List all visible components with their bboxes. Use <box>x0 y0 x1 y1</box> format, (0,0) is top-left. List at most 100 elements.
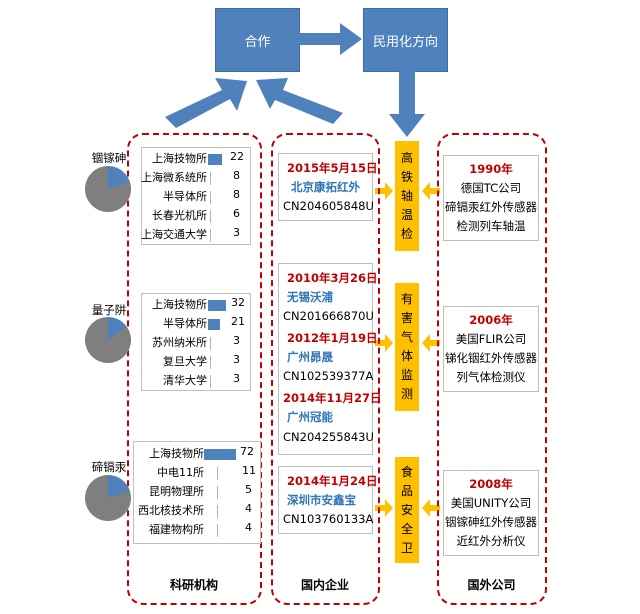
material-label: 碲镉汞 <box>91 460 127 474</box>
institute-count: 6 <box>233 207 240 220</box>
institute-name: 中电11所 <box>157 466 204 479</box>
institute-row: 半导体所 21 <box>142 315 250 335</box>
arrow-right-icon <box>299 23 362 55</box>
institute-name: 上海微系统所 <box>141 171 207 184</box>
foreign-year: 2006年 <box>469 313 513 327</box>
application-char: 测 <box>400 387 413 401</box>
application-char: 害 <box>400 311 413 325</box>
institute-list: 上海技物所 22 上海微系统所 8 半导体所 8 长春光机所 6 上海交通大学 … <box>141 147 251 245</box>
institute-list: 上海技物所 72 中电11所 11 昆明物理所 5 西北核技术所 4 福建物构所… <box>133 441 261 544</box>
research-section <box>127 133 262 605</box>
arrow-down-icon <box>389 71 425 137</box>
application-char: 监 <box>400 368 413 382</box>
foreign-use: 列气体检测仪 <box>456 370 526 384</box>
cooperation-label: 合作 <box>244 34 271 50</box>
institute-count: 72 <box>240 445 254 458</box>
patent-company: 广州冠能 <box>287 410 333 424</box>
application-char: 温 <box>400 207 413 222</box>
foreign-year: 2008年 <box>469 477 513 491</box>
application-char: 检 <box>400 226 413 241</box>
foreign-company-box: 2006年 美国FLIR公司 锑化铟红外传感器 列气体检测仪 <box>443 306 539 392</box>
patent-date: 2010年3月26日 <box>287 271 378 285</box>
material-pie-chart <box>85 475 131 521</box>
yellow-arrow-2-left <box>375 334 393 352</box>
institute-bar <box>210 210 211 223</box>
institute-row: 昆明物理所 5 <box>134 483 260 503</box>
material-pie-chart <box>85 317 131 363</box>
institute-count: 3 <box>233 334 240 347</box>
application-char: 食 <box>400 464 413 479</box>
patent-number: CN204605848U <box>283 199 374 213</box>
application-char: 卫 <box>400 540 413 555</box>
institute-bar <box>208 300 226 311</box>
institute-row: 复旦大学 3 <box>142 353 250 373</box>
arrow-up-left-icon <box>165 78 247 128</box>
institute-count: 8 <box>233 169 240 182</box>
material-pie-chart <box>85 166 131 212</box>
institute-name: 西北核技术所 <box>138 504 204 517</box>
foreign-device: 碲镉汞红外传感器 <box>445 200 537 214</box>
institute-bar <box>210 375 211 388</box>
research-section-label: 科研机构 <box>169 578 218 592</box>
institute-bar <box>210 191 211 204</box>
foreign-company: 美国FLIR公司 <box>455 332 527 346</box>
institute-bar <box>208 154 222 165</box>
yellow-arrow-3-left <box>375 499 393 517</box>
application-char: 轴 <box>400 188 413 203</box>
material-label: 量子阱 <box>91 303 127 317</box>
institute-name: 半导体所 <box>163 190 207 203</box>
patent-company: 深圳市安鑫宝 <box>287 493 356 507</box>
institute-name: 上海交通大学 <box>141 228 207 241</box>
yellow-arrow-1-right <box>422 182 440 200</box>
foreign-year: 1990年 <box>469 162 513 176</box>
patent-date: 2014年11月27日 <box>283 391 382 405</box>
institute-name: 福建物构所 <box>149 523 204 536</box>
domestic-patent-box: 2015年5月15日 北京康拓红外 CN204605848U <box>278 153 378 221</box>
institute-count: 4 <box>245 502 252 515</box>
patent-date: 2014年1月24日 <box>287 474 378 488</box>
institute-row: 上海技物所 22 <box>142 150 250 170</box>
application-char: 铁 <box>400 169 413 184</box>
institute-name: 半导体所 <box>163 317 207 330</box>
arrow-up-right-icon <box>256 78 343 124</box>
patent-company: 广州昴晟 <box>287 350 333 364</box>
yellow-arrow-3-right <box>422 499 440 517</box>
institute-row: 上海微系统所 8 <box>141 169 250 189</box>
institute-count: 22 <box>230 150 244 163</box>
institute-count: 8 <box>233 188 240 201</box>
institute-row: 福建物构所 4 <box>134 521 260 541</box>
foreign-company: 德国TC公司 <box>460 181 522 195</box>
institute-name: 清华大学 <box>163 374 207 387</box>
domestic-section <box>271 133 380 605</box>
application-box: 食 品 安 全 卫 <box>395 457 419 563</box>
institute-count: 5 <box>245 483 252 496</box>
domestic-section-label: 国内企业 <box>300 578 349 592</box>
patent-number: CN103760133A <box>283 512 374 526</box>
institute-list: 上海技物所 32 半导体所 21 苏州纳米所 3 复旦大学 3 清华大学 3 <box>141 293 251 391</box>
patent-date: 2015年5月15日 <box>287 161 378 175</box>
foreign-device: 铟镓砷红外传感器 <box>445 515 537 529</box>
application-char: 体 <box>400 349 413 363</box>
institute-bar <box>208 319 220 330</box>
institute-name: 上海技物所 <box>149 447 204 460</box>
application-char: 品 <box>400 483 413 498</box>
patent-company: 北京康拓红外 <box>291 180 360 194</box>
institute-bar <box>210 229 211 242</box>
foreign-section-label: 国外公司 <box>467 578 516 592</box>
institute-bar <box>210 337 211 350</box>
foreign-section <box>437 133 547 605</box>
institute-row: 清华大学 3 <box>142 372 250 392</box>
yellow-arrow-1-left <box>375 182 393 200</box>
institute-count: 11 <box>242 464 256 477</box>
application-box: 有 害 气 体 监 测 <box>395 283 419 411</box>
institute-name: 昆明物理所 <box>149 485 204 498</box>
foreign-device: 锑化铟红外传感器 <box>445 351 537 365</box>
institute-row: 西北核技术所 4 <box>134 502 260 522</box>
foreign-company-box: 2008年 美国UNITY公司 铟镓砷红外传感器 近红外分析仪 <box>443 470 539 556</box>
cooperation-box: 合作 <box>215 8 300 72</box>
application-char: 气 <box>400 330 413 344</box>
institute-row: 上海技物所 72 <box>134 445 260 465</box>
institute-count: 32 <box>231 296 245 309</box>
institute-name: 苏州纳米所 <box>152 336 207 349</box>
